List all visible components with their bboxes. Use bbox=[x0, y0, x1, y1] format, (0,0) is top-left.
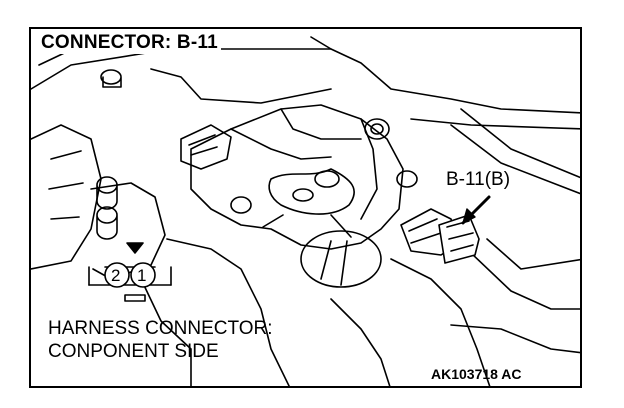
pin-1-label: 1 bbox=[137, 266, 146, 285]
housing-bolt-3 bbox=[230, 196, 252, 214]
upper-rib-lines bbox=[31, 48, 580, 114]
lever-arm bbox=[180, 124, 232, 170]
connector-title: CONNECTOR: B-11 bbox=[38, 32, 221, 54]
pin-2-label: 2 bbox=[111, 266, 120, 285]
figure-code: AK103718 AC bbox=[431, 366, 522, 382]
housing-bolt-1 bbox=[364, 118, 390, 140]
housing-bolt-2 bbox=[396, 170, 418, 188]
hose bbox=[460, 108, 580, 179]
wire-bundle bbox=[268, 168, 355, 215]
harness-label-line-2: CONPONENT SIDE bbox=[48, 341, 219, 362]
top-bolt bbox=[100, 69, 122, 88]
pin-labels: 2 1 bbox=[111, 266, 146, 285]
round-port bbox=[300, 230, 382, 288]
engine-illustration bbox=[31, 34, 580, 386]
pin-1-circle bbox=[130, 262, 156, 288]
stud-left-2 bbox=[96, 206, 118, 240]
connector-callout-label: B-11(B) bbox=[446, 169, 511, 190]
harness-connector-symbol bbox=[88, 242, 172, 302]
harness-label-line-1: HARNESS CONNECTOR: bbox=[48, 318, 273, 339]
throttle-housing bbox=[190, 104, 404, 250]
pin-2-circle bbox=[104, 262, 130, 288]
stud-left-1 bbox=[96, 176, 118, 210]
diagram-frame: CONNECTOR: B-11 B-11(B) 2 1 HARNESS CONN… bbox=[29, 27, 582, 388]
harness-label: HARNESS CONNECTOR: CONPONENT SIDE bbox=[48, 317, 273, 363]
